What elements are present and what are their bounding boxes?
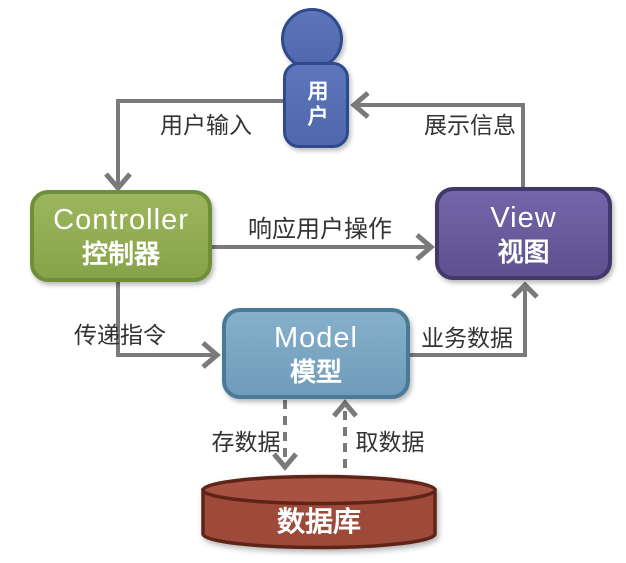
edge-label-user-input: 用户输入 — [160, 112, 252, 138]
arrowhead-up-view — [511, 281, 539, 299]
edge-label-business-data: 业务数据 — [421, 325, 513, 351]
edge-label-pass-command: 传递指令 — [74, 322, 166, 348]
controller-label: 控制器 — [81, 239, 160, 269]
edge-controller-to-model — [116, 281, 213, 357]
arrowhead-right-view — [415, 233, 435, 261]
arrowhead-up-model — [332, 399, 358, 418]
model-label: 模型 — [289, 356, 342, 387]
edge-view-to-user — [358, 103, 525, 188]
database-cylinder-top — [201, 474, 437, 506]
edge-label-respond-user-action: 响应用户操作 — [248, 216, 392, 243]
database-cylinder — [201, 474, 437, 550]
edge-user-to-controller — [116, 99, 283, 184]
user-label: 用户 — [305, 80, 328, 130]
controller-name: Controller — [53, 204, 189, 236]
view-label: 视图 — [497, 236, 550, 267]
node-model: Model 模型 — [222, 308, 410, 399]
edge-model-to-view — [410, 289, 527, 357]
arrowhead-down-controller — [104, 172, 132, 192]
edge-label-save-data: 存数据 — [211, 429, 281, 455]
model-name: Model — [274, 321, 358, 354]
node-user: 用户 — [283, 62, 349, 148]
user-head-icon — [281, 8, 343, 70]
node-controller: Controller 控制器 — [30, 190, 212, 282]
arrowhead-left-user — [350, 91, 370, 119]
view-name: View — [490, 201, 557, 234]
database-cylinder-body — [201, 488, 437, 550]
database-label: 数据库 — [276, 506, 361, 537]
edge-label-show-info: 展示信息 — [424, 112, 516, 138]
edge-label-get-data: 取数据 — [355, 429, 425, 455]
arrowhead-right-model — [201, 341, 221, 369]
node-view: View 视图 — [435, 187, 612, 280]
arrowhead-down-database — [272, 452, 298, 471]
